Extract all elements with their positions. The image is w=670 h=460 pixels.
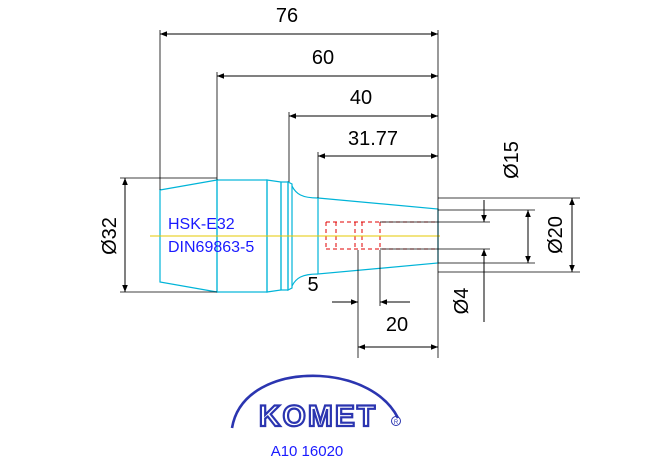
neck-ring: [287, 181, 293, 291]
dim-5: 5: [307, 274, 318, 296]
dim-76: 76: [276, 5, 298, 27]
dimension-lines: [122, 31, 575, 350]
dim-dia32: Ø32: [99, 217, 121, 255]
dim-3177: 31.77: [348, 128, 398, 150]
dim-dia20: Ø20: [545, 216, 567, 254]
standard-label: DIN69863-5: [168, 239, 254, 256]
dim-20: 20: [386, 314, 408, 336]
holder-type-label: HSK-E32: [168, 216, 235, 233]
logo-arc: [230, 374, 400, 429]
dim-dia15: Ø15: [501, 141, 523, 179]
shank-transition: [291, 185, 319, 287]
article-number: A10 16020: [271, 443, 344, 460]
registered-mark: [391, 416, 401, 426]
registered-letter: R: [394, 420, 399, 426]
dim-60: 60: [312, 47, 334, 69]
logo-text: KOMET: [259, 400, 377, 433]
extension-lines: [120, 30, 580, 358]
dim-40: 40: [350, 87, 372, 109]
komet-logo: KOMET R: [230, 374, 401, 434]
dim-dia4: Ø4: [451, 288, 473, 315]
